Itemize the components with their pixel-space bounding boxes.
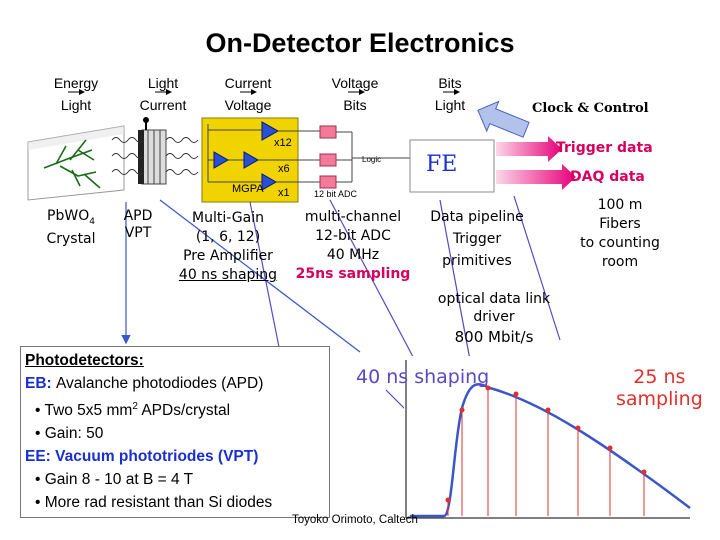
- trigger-data-label: Trigger data: [556, 140, 653, 156]
- apd-word: APD: [123, 208, 153, 224]
- conversion-light-current: Light Current: [132, 72, 194, 116]
- eb-bullet-sup: 2: [132, 401, 138, 412]
- eb-bullet: • Two 5x5 mm2 APDs/crystal: [35, 401, 231, 420]
- clock-control-label: Clock & Control: [532, 101, 649, 116]
- ee-bullet-text: More rad resistant than Si diodes: [44, 494, 273, 512]
- adc-small-label: 12 bit ADC: [314, 189, 358, 199]
- pipeline-description: Data pipeline Trigger primitives: [418, 206, 536, 272]
- crystal-word: Crystal: [46, 230, 96, 247]
- ee-bullet: • Gain 8 - 10 at B = 4 T: [35, 471, 194, 489]
- preamp-line: (1, 6, 12): [195, 229, 261, 245]
- eb-bullet-text: Gain: 50: [44, 425, 104, 443]
- preamp-line: Multi-Gain: [192, 210, 264, 226]
- gain-x6-label: x6: [278, 163, 290, 175]
- optical-line: driver: [473, 309, 515, 325]
- apd-vpt-label: APD VPT: [118, 208, 158, 242]
- crystal-sub: 4: [89, 216, 95, 227]
- ee-bullet-text: Gain 8 - 10 at B = 4 T: [44, 471, 194, 489]
- conversion-energy-light: Energy Light: [46, 72, 106, 116]
- gain-x12-label: x12: [274, 137, 292, 149]
- sampling-line: 25 ns: [633, 366, 686, 388]
- fe-block: [409, 139, 495, 193]
- page-title: On-Detector Electronics: [205, 28, 515, 58]
- conversion-top: Current: [224, 75, 272, 91]
- connector-lines: [121, 195, 629, 418]
- photodetectors-box: Photodetectors: EB: Avalanche photodiode…: [20, 346, 330, 518]
- pipeline-line: Trigger: [452, 231, 502, 247]
- conversion-top: Energy: [53, 75, 99, 91]
- fibers-line: Fibers: [599, 216, 641, 232]
- conversion-voltage-bits: Voltage Bits: [324, 72, 386, 116]
- crystal-shape: [27, 125, 125, 201]
- crystal-pb: Pb: [47, 208, 65, 224]
- adc-line: 40 MHz: [326, 247, 380, 263]
- eb-bullet-text: Two 5x5 mm: [44, 402, 133, 420]
- conversion-bottom: Bits: [343, 97, 367, 113]
- pulse-plot: [404, 356, 694, 522]
- optical-line: optical data link: [437, 291, 551, 307]
- eb-prefix: EB:: [25, 375, 56, 392]
- eb-line: EB: Avalanche photodiodes (APD): [25, 372, 325, 395]
- conversion-top: Voltage: [331, 75, 379, 91]
- photon-waves: [111, 137, 199, 175]
- eb-bullet: • Gain: 50: [35, 425, 104, 443]
- conversion-bottom: Light: [434, 97, 466, 113]
- adc-blocks: [319, 125, 410, 189]
- eb-bullet-tail: APDs/crystal: [137, 402, 231, 420]
- crystal-label: PbWO4 Crystal: [36, 208, 106, 248]
- optical-link-description: optical data link driver 800 Mbit/s: [428, 290, 560, 346]
- adc-description: multi-channel 12-bit ADC 40 MHz 25ns sam…: [294, 208, 412, 284]
- photodetectors-heading: Photodetectors:: [25, 352, 144, 369]
- sampling-label: 25 ns sampling: [616, 366, 703, 410]
- preamp-line: 40 ns shaping: [178, 267, 278, 283]
- credit: Toyoko Orimoto, Caltech: [292, 514, 418, 526]
- data-arrows: [496, 136, 576, 190]
- eb-text: Avalanche photodiodes (APD): [56, 375, 264, 392]
- clock-control-arrow: [477, 100, 530, 138]
- fibers-line: room: [601, 254, 639, 270]
- conversion-bits-light: Bits Light: [424, 72, 476, 116]
- conversion-bottom: Light: [60, 97, 92, 113]
- gain-x1-label: x1: [278, 187, 290, 199]
- fibers-description: 100 m Fibers to counting room: [572, 196, 668, 272]
- vpt-word: VPT: [124, 225, 152, 241]
- mgpa-label: MGPA: [232, 183, 264, 195]
- preamp-line: Pre Amplifier: [183, 248, 273, 264]
- ee-bullet: • More rad resistant than Si diodes: [35, 494, 273, 512]
- conversion-current-voltage: Current Voltage: [216, 72, 280, 116]
- fibers-line: to counting: [580, 235, 660, 251]
- preamp-description: Multi-Gain (1, 6, 12) Pre Amplifier 40 n…: [170, 209, 286, 285]
- pipeline-line: primitives: [442, 253, 512, 269]
- optical-line: 800 Mbit/s: [454, 328, 534, 346]
- shaping-label: 40 ns shaping: [356, 366, 490, 388]
- conversion-top: Bits: [438, 75, 462, 91]
- fe-label: FE: [426, 152, 458, 177]
- adc-line: 25ns sampling: [295, 266, 411, 282]
- adc-line: multi-channel: [304, 209, 402, 225]
- ee-prefix: EE:: [25, 448, 56, 466]
- adc-line: 12-bit ADC: [315, 228, 391, 244]
- sampling-line: sampling: [616, 388, 703, 410]
- pipeline-line: Data pipeline: [430, 209, 524, 225]
- ee-line: EE: Vacuum phototriodes (VPT): [25, 445, 325, 468]
- conversion-top: Light: [147, 75, 179, 91]
- crystal-wo: WO: [64, 208, 90, 224]
- apd-stack: [138, 117, 167, 185]
- conversion-bottom: Voltage: [224, 97, 272, 113]
- logic-label: Logic: [362, 155, 382, 164]
- mgpa-chip: [201, 117, 320, 203]
- conversion-bottom: Current: [139, 97, 187, 113]
- ee-text: Vacuum phototriodes (VPT): [55, 448, 259, 466]
- fibers-line: 100 m: [597, 197, 643, 213]
- daq-data-label: DAQ data: [570, 169, 645, 185]
